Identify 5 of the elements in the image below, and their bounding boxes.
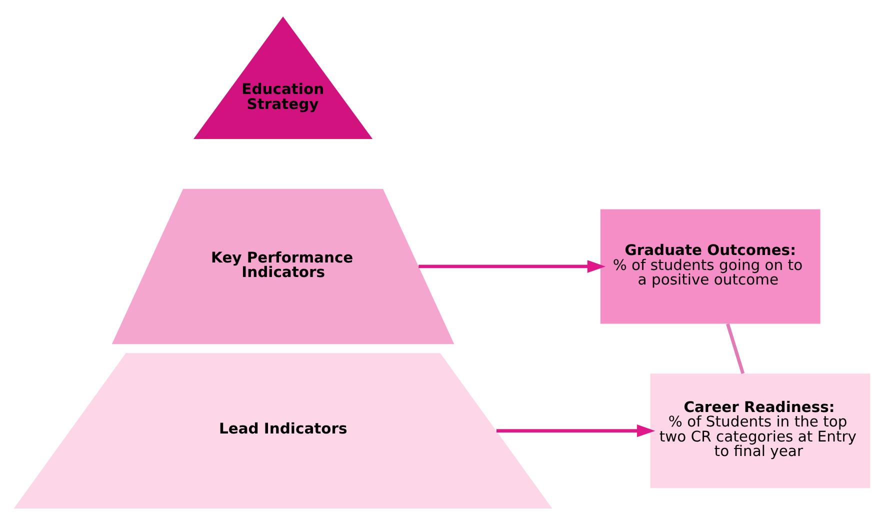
- arrow: [418, 260, 606, 273]
- connector: [726, 323, 744, 374]
- node-box: Graduate Outcomes: % of students going on to a positive outcome: [600, 209, 820, 324]
- arrow: [496, 424, 655, 438]
- node-box: Career Readiness: % of Students in the top two CR categories at Entry to final year: [650, 374, 870, 488]
